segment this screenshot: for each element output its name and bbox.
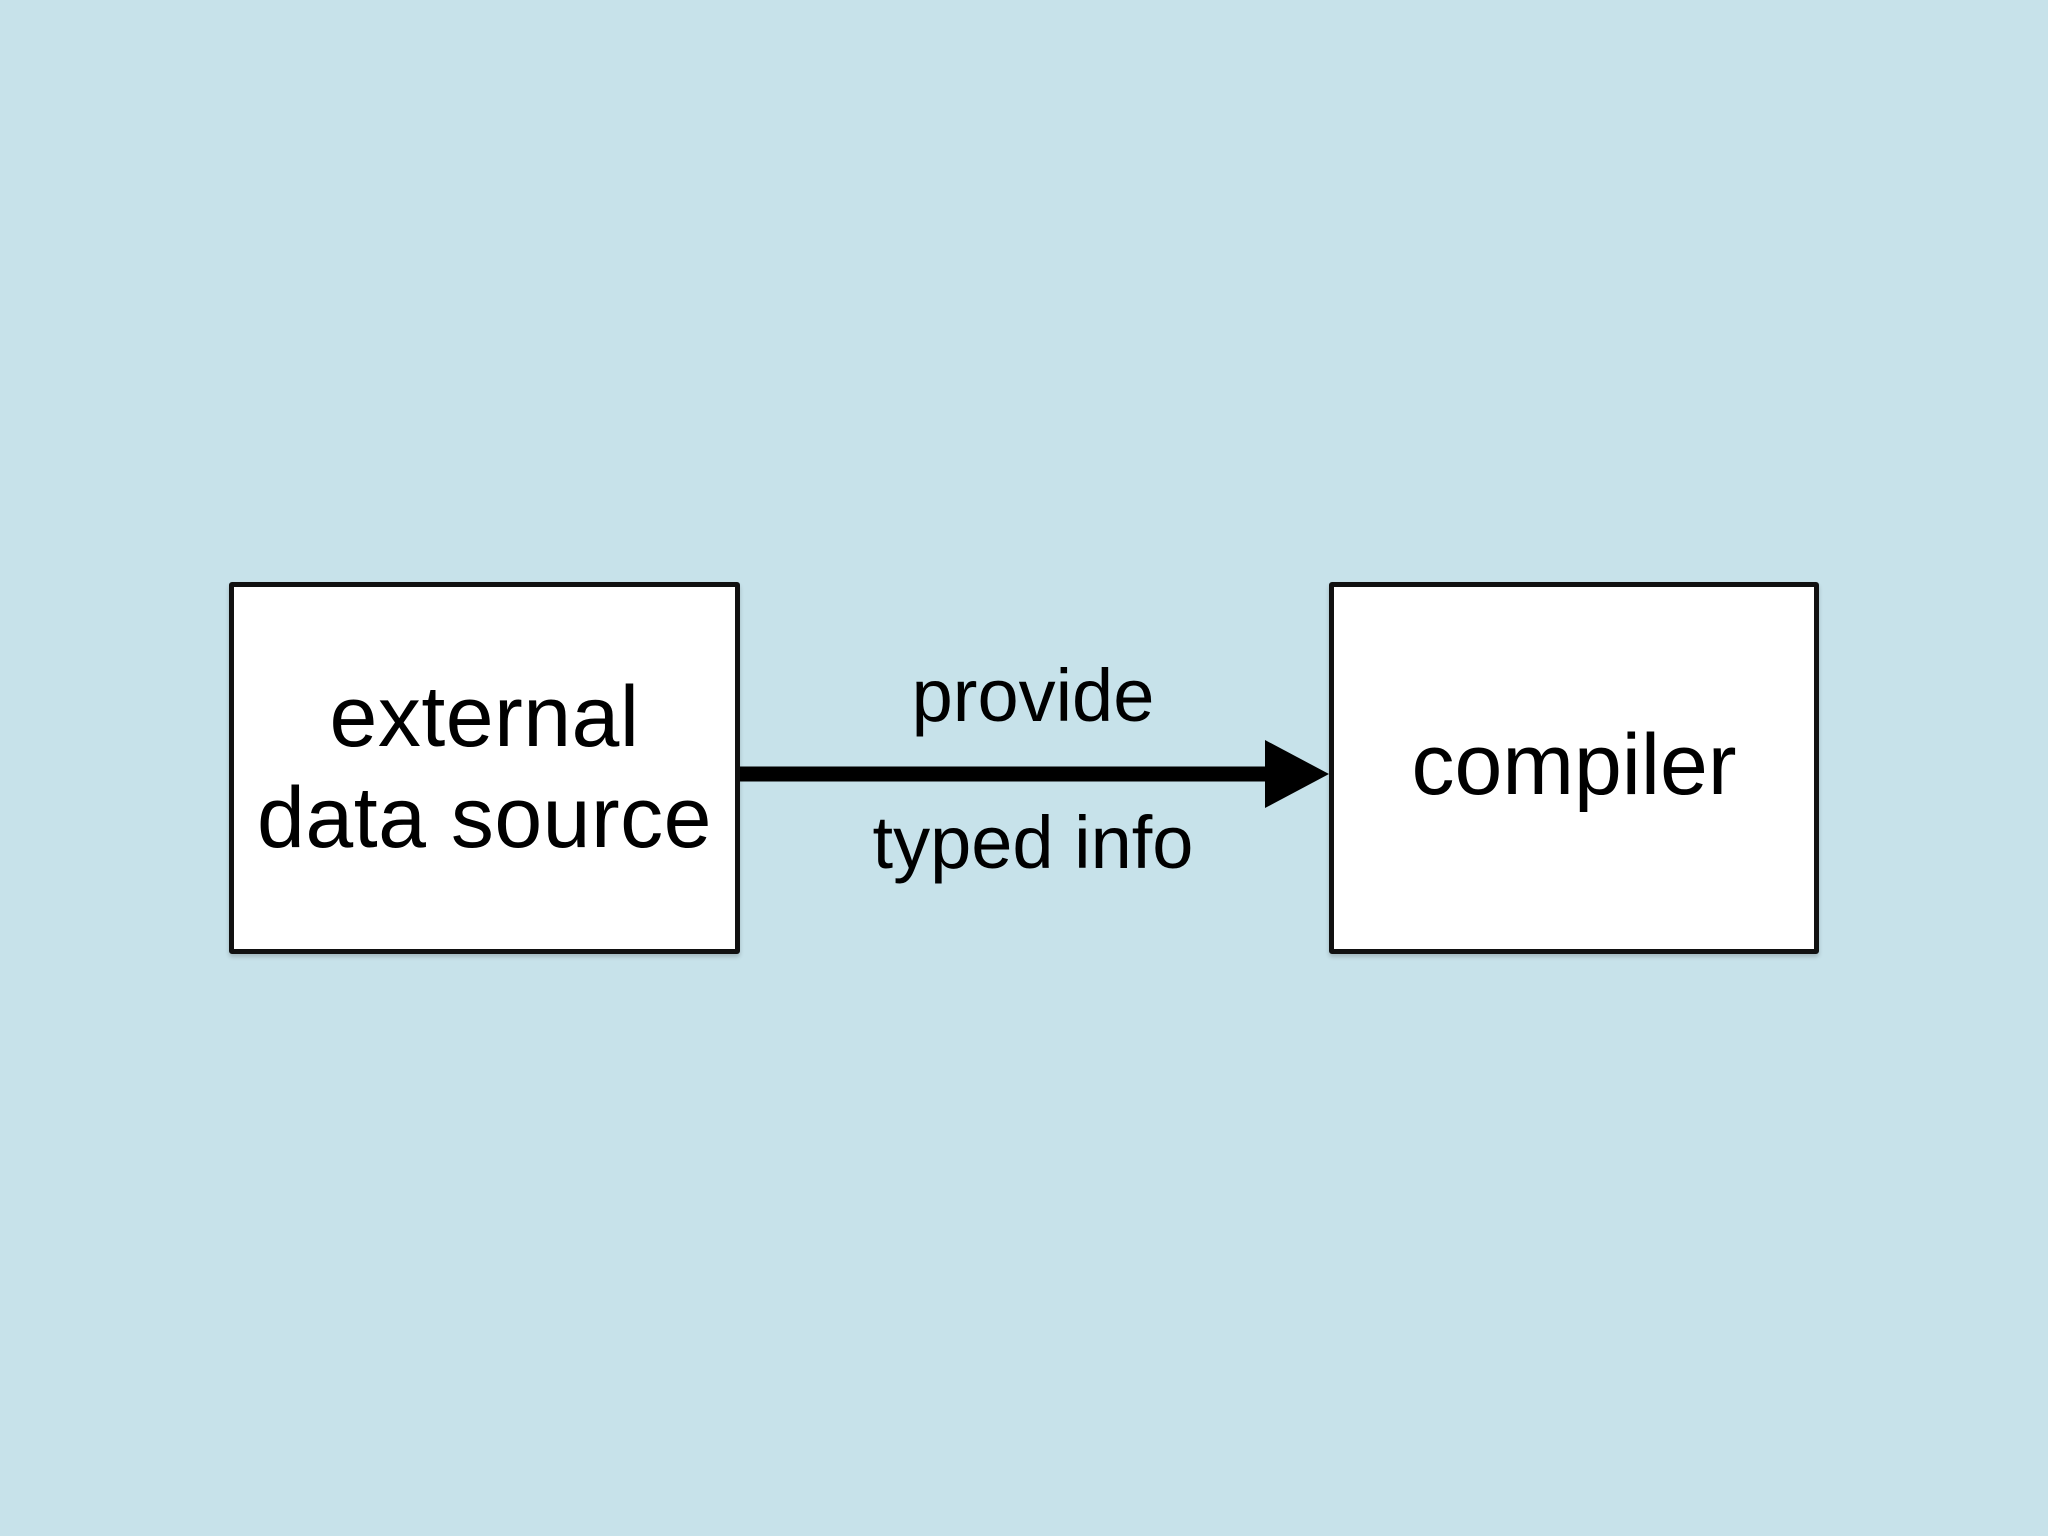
edge-label-provide: provide <box>911 654 1155 737</box>
node-compiler: compiler <box>1329 582 1819 954</box>
node-compiler-label: compiler <box>1411 717 1737 813</box>
node-source-label-line-2: data source <box>257 770 712 866</box>
node-external-data-source: external data source <box>229 582 740 954</box>
edge-arrow-head <box>1265 740 1329 808</box>
edge-label-typed-info: typed info <box>872 801 1194 884</box>
node-source-label-line-1: external <box>329 669 640 765</box>
